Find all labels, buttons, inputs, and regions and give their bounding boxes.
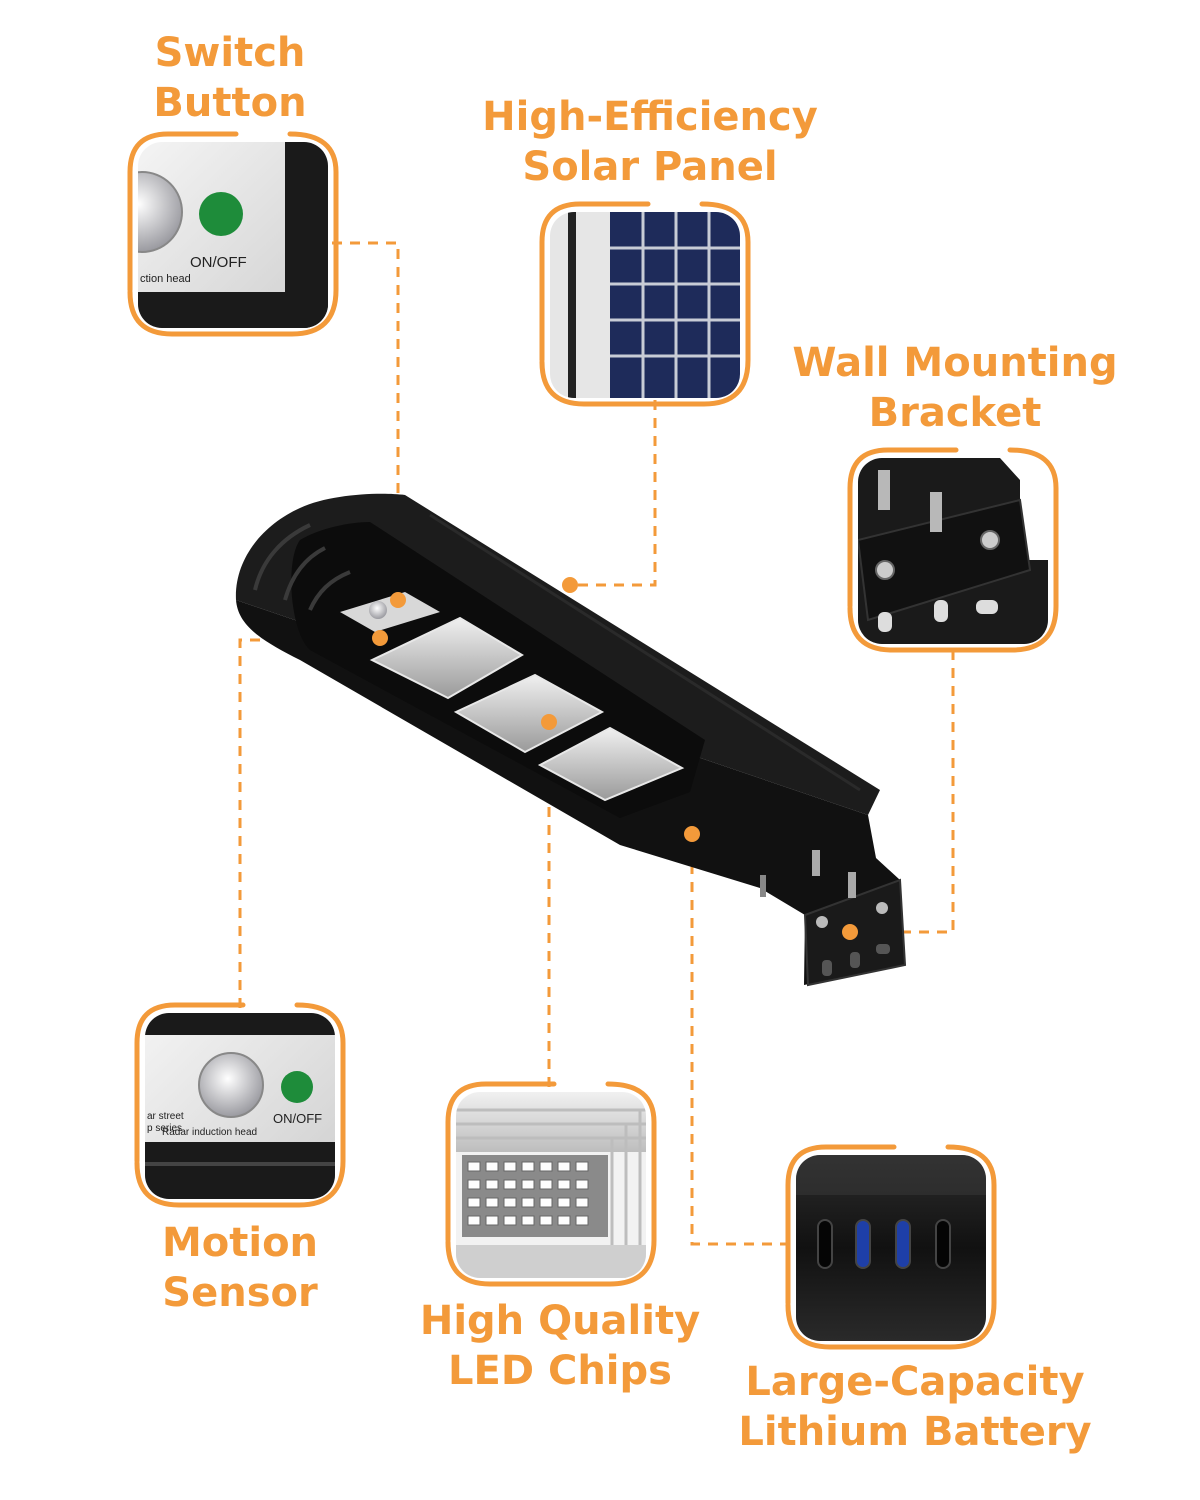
led-module-3 <box>537 726 685 802</box>
label-battery: Large-Capacity Lithium Battery <box>738 1359 1092 1455</box>
sensor-plate <box>340 592 440 632</box>
on-off-text-2: ON/OFF <box>273 1111 322 1126</box>
detail-motion-sensor: ON/OFF ar street p series Radar inductio… <box>145 1013 335 1199</box>
detail-switch-button: ON/OFF ction head <box>138 142 328 328</box>
detail-battery <box>796 1155 986 1341</box>
label-switch-button: Switch Button <box>153 30 307 126</box>
connector-switch <box>332 241 400 600</box>
label-led-chips: High Quality LED Chips <box>419 1298 701 1394</box>
detail-led-chips <box>456 1092 646 1278</box>
pir-sensor-icon <box>138 171 183 253</box>
label-motion-sensor: Motion Sensor <box>161 1220 319 1316</box>
connector-battery <box>690 834 790 1246</box>
led-module-2 <box>453 673 605 754</box>
connector-sensor <box>238 638 380 1008</box>
led-module-1 <box>369 616 524 700</box>
pir-sensor-small <box>369 601 387 619</box>
detail-wall-bracket <box>858 458 1048 644</box>
radar-head-text: Radar induction head <box>162 1127 257 1138</box>
label-wall-bracket: Wall Mounting Bracket <box>792 340 1118 436</box>
pir-sensor-large-icon <box>198 1052 264 1118</box>
street-light <box>235 493 907 987</box>
label-solar-panel: High-Efficiency Solar Panel <box>482 94 818 190</box>
power-button-small-icon <box>281 1071 313 1103</box>
detail-solar-panel <box>550 212 740 398</box>
sensor-head-fragment-text: ction head <box>140 273 191 285</box>
series-text-2: p series <box>147 1123 182 1134</box>
on-off-text: ON/OFF <box>190 254 247 271</box>
power-button-icon <box>199 192 243 236</box>
connector-solar <box>570 400 657 587</box>
series-text-1: ar street <box>147 1111 184 1122</box>
